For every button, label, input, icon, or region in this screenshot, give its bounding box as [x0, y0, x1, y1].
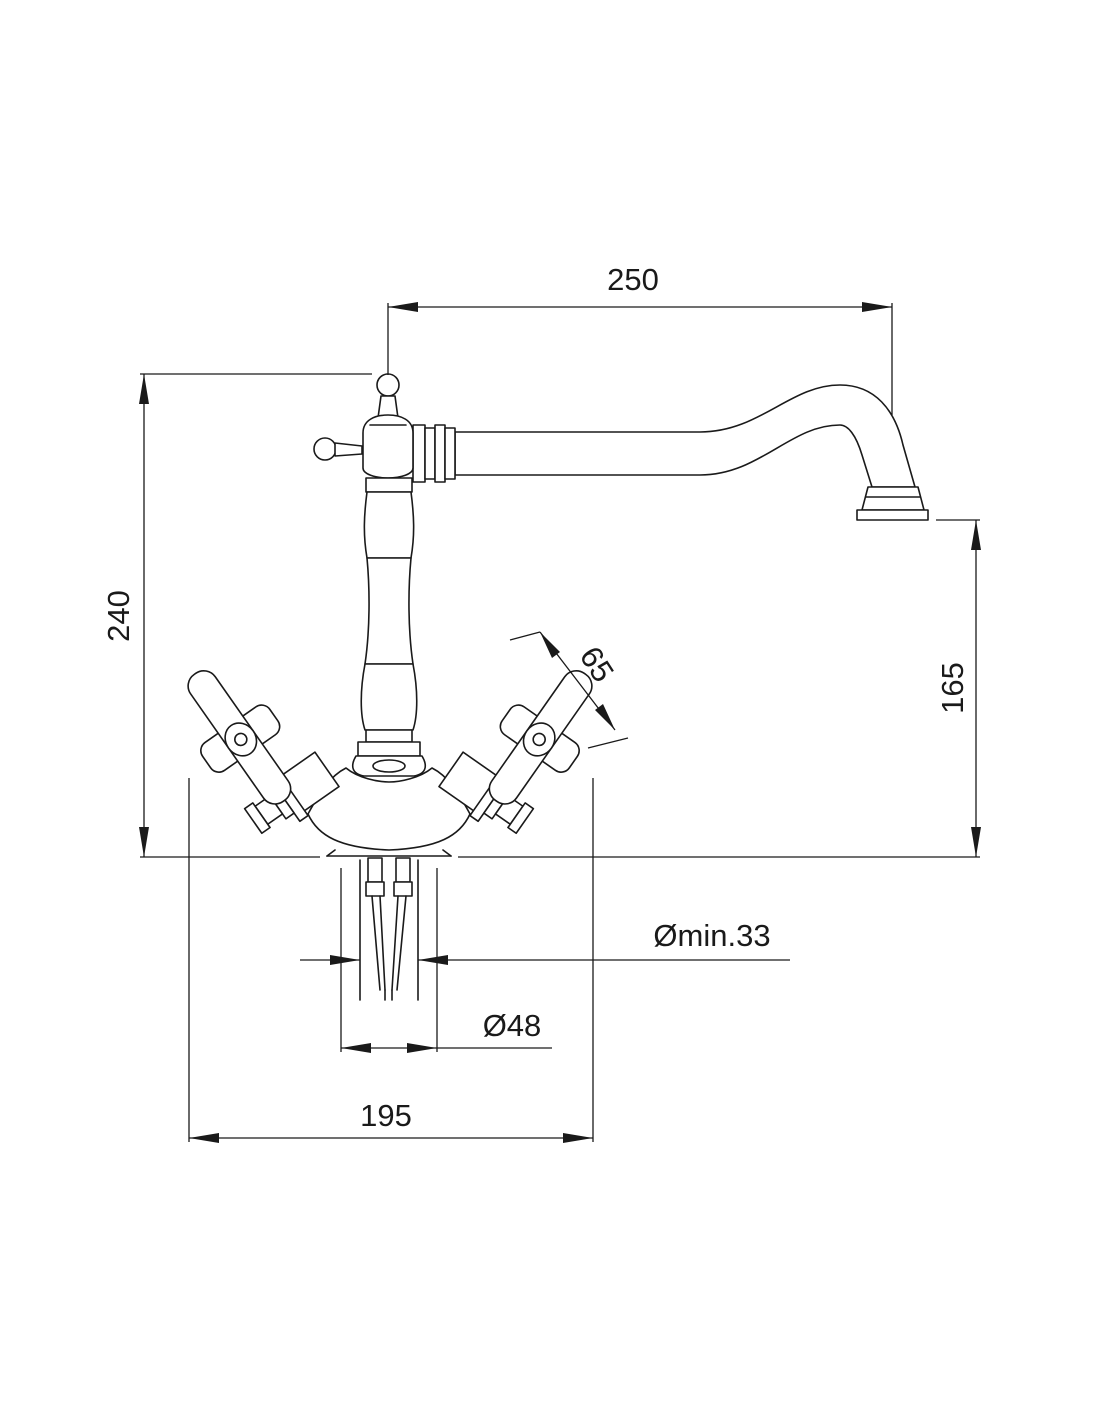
dim-label-total-height: 240: [101, 590, 136, 642]
dim-label-spout-reach: 250: [607, 262, 659, 297]
right-cross-handle: [488, 669, 593, 805]
dim-label-handle-span: 195: [360, 1098, 412, 1133]
dim-label-base-diameter: Ø48: [483, 1008, 542, 1043]
dim-label-hole-min-diameter: Ømin.33: [653, 918, 770, 953]
top-knob: [376, 373, 400, 397]
head-ball: [362, 414, 414, 479]
dim-label-spout-height: 165: [935, 662, 970, 714]
column-upper: [363, 491, 415, 559]
spout-outlet: [861, 486, 925, 511]
spout: [454, 384, 916, 488]
spout-collar: [412, 424, 456, 483]
mixer-body: [307, 767, 471, 851]
left-cross-handle: [187, 669, 292, 805]
faucet-illustration: [187, 373, 929, 1001]
column-middle: [364, 557, 414, 665]
supply-pipes: [359, 857, 419, 1001]
dimension-lines: [139, 302, 981, 1143]
spout-aerator: [856, 509, 929, 521]
lever-knob: [313, 437, 337, 461]
column-lower: [360, 663, 418, 731]
